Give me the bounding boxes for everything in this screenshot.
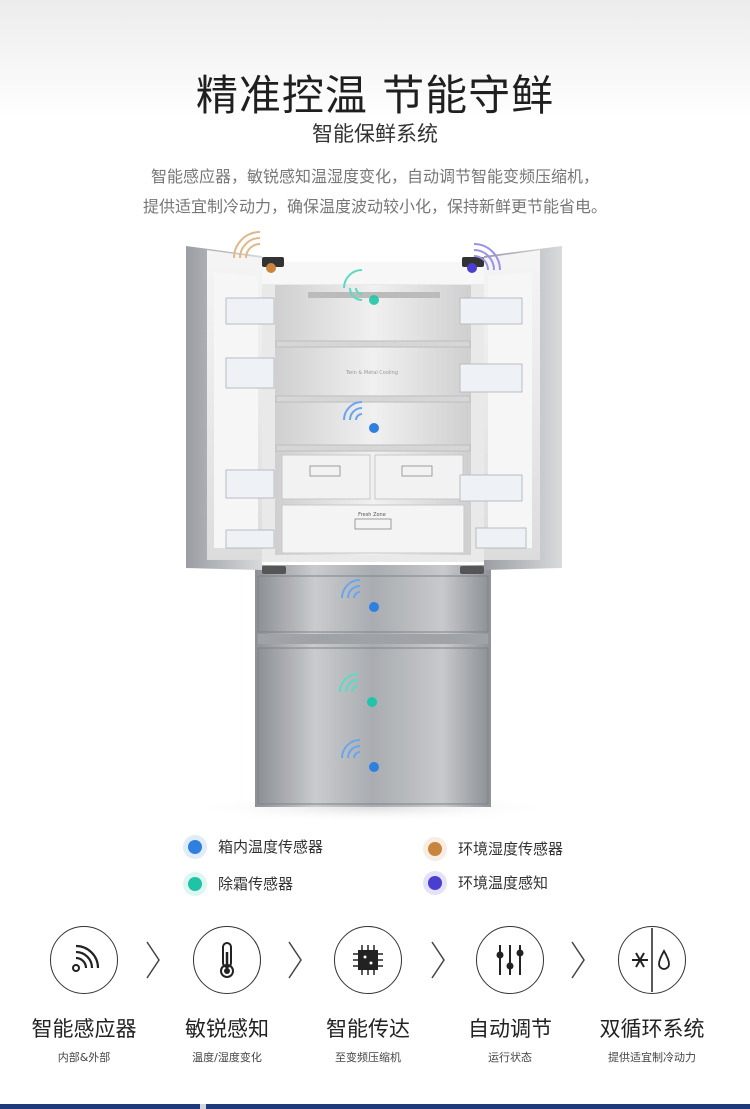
chevron-right-icon [431, 941, 445, 979]
description: 智能感应器，敏锐感知温湿度变化，自动调节智能变频压缩机， 提供适宜制冷动力，确保… [0, 162, 750, 222]
step-title: 自动调节 [468, 1017, 552, 1041]
crisper-right-controls [401, 465, 433, 477]
chip-icon [353, 945, 383, 975]
legend-ambient-humidity: 环境湿度传感器 [423, 836, 564, 861]
fresh-zone-label: Fresh Zone [358, 512, 386, 518]
snow-drop-icon [632, 928, 670, 992]
legend-label: 环境湿度传感器 [458, 840, 564, 858]
step-subtitle: 至变频压缩机 [335, 1051, 401, 1064]
legend-ambient-temp: 环境温度感知 [423, 870, 549, 895]
inner-sensor-freezer [341, 739, 379, 772]
shelf-1 [275, 340, 471, 348]
shelf-2 [275, 395, 471, 403]
left-bin-3 [225, 469, 275, 499]
drawer-handle-1 [258, 634, 488, 644]
fresh-zone-drawer [281, 504, 465, 554]
ambient-humidity-sensor [233, 231, 276, 273]
shelf-3 [275, 444, 471, 452]
fridge-illustration: Twin & Metal Cooling Fresh Zone [182, 231, 562, 822]
bottom-divider [0, 1104, 750, 1109]
top-hinge-right [462, 257, 484, 267]
fresh-zone-controls [354, 518, 392, 530]
step-smart-sensor: 智能感应器 内部&外部 [14, 926, 154, 1065]
wifi-signal-icon [72, 944, 100, 972]
left-bin-2 [225, 357, 275, 389]
step-subtitle: 温度/湿度变化 [192, 1051, 262, 1064]
chevron-right-icon [571, 941, 585, 979]
description-line-1: 智能感应器，敏锐感知温湿度变化，自动调节智能变频压缩机， [150, 167, 599, 186]
orange-dot-icon [423, 836, 447, 861]
ambient-temperature-sensor [467, 243, 501, 273]
right-bin-4 [475, 527, 527, 549]
right-bin-3 [459, 474, 523, 502]
hinge-right [460, 566, 484, 574]
page-subtitle: 智能保鲜系统 [312, 122, 438, 146]
inner-sensor-middle-drawer [341, 579, 379, 612]
cabinet-top [258, 262, 488, 284]
legend-label: 除霜传感器 [218, 875, 294, 893]
step-transmission: 智能传达 至变频压缩机 [298, 926, 438, 1065]
step-title: 智能传达 [326, 1017, 410, 1041]
right-bin-2 [459, 363, 523, 393]
step-title: 敏锐感知 [185, 1017, 269, 1041]
defrost-sensor-freezer [339, 673, 377, 707]
step-subtitle: 提供适宜制冷动力 [608, 1051, 696, 1064]
teal-dot-icon [183, 871, 207, 896]
step-dual-cycle: 双循环系统 提供适宜制冷动力 [582, 926, 722, 1065]
legend-label: 箱内温度传感器 [218, 838, 324, 856]
blue-dot-icon [183, 834, 207, 859]
legend-label: 环境温度感知 [458, 874, 549, 892]
defrost-sensor-top [343, 269, 379, 305]
step-title: 智能感应器 [31, 1017, 137, 1041]
bottom-drawer [257, 647, 489, 805]
step-perception: 敏锐感知 温度/湿度变化 [157, 926, 297, 1065]
description-line-2: 提供适宜制冷动力，确保温度波动较小化，保持新鲜更节能省电。 [142, 197, 607, 216]
step-title: 双循环系统 [599, 1017, 705, 1041]
right-bin-1 [459, 297, 523, 325]
step-subtitle: 运行状态 [488, 1051, 532, 1064]
crisper-left-controls [309, 465, 341, 477]
inner-sensor-fridge [343, 401, 379, 433]
left-bin-4 [225, 529, 275, 549]
hinge-left [262, 566, 286, 574]
chevron-right-icon [146, 941, 160, 979]
chevron-right-icon [288, 941, 302, 979]
legend-defrost: 除霜传感器 [183, 871, 294, 896]
step-subtitle: 内部&外部 [57, 1051, 111, 1064]
thermometer-icon [220, 942, 234, 978]
header-background [0, 0, 750, 120]
left-bin-1 [225, 297, 275, 325]
page-title: 精准控温 节能守鲜 [195, 71, 555, 120]
step-auto-adjust: 自动调节 运行状态 [440, 926, 580, 1065]
sliders-icon [496, 945, 524, 975]
purple-dot-icon [423, 870, 447, 895]
crisper-right [374, 454, 464, 500]
legend-inner-temp: 箱内温度传感器 [183, 834, 324, 859]
crisper-left [281, 454, 371, 500]
shelf-label: Twin & Metal Cooling [345, 370, 398, 376]
